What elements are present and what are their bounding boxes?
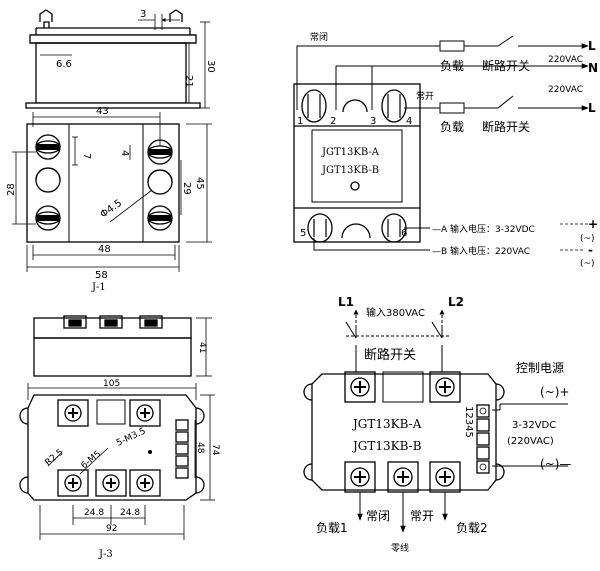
j3-caption: J-3 (98, 549, 113, 560)
wiring-bottom-plus: (~)+ (540, 385, 569, 399)
j3-dim-24-8-a: 24.8 (84, 508, 104, 518)
pin-2: 2 (330, 116, 336, 127)
wiring-bottom-breaker: 断路开关 (364, 347, 416, 363)
pin-5: 5 (300, 228, 306, 239)
wiring-top-plus: + (588, 217, 598, 231)
wiring-bottom-l1: L1 (338, 295, 354, 309)
j1-dim-21: 21 (183, 75, 194, 88)
j3-top-dimensions (27, 383, 215, 540)
wiring-top-tilde-a: (~) (580, 234, 595, 244)
j3-dim-74: 74 (210, 444, 220, 456)
wiring-bottom-input: 输入380VAC (366, 306, 425, 319)
wiring-bottom-dc: 3-32VDC (512, 420, 556, 431)
wiring-top-voltage-2: 220VAC (548, 85, 583, 95)
wiring-top-terminal-N: N (588, 61, 598, 75)
j3-top-view (19, 394, 205, 501)
j1-top-fills (37, 144, 171, 221)
wiring-top-input-b: —B 输入电压：220VAC (432, 245, 530, 257)
wiring-top-wires (296, 35, 589, 251)
j3-dim-r2-5: R2.5 (44, 447, 66, 468)
j1-dim-45: 45 (194, 177, 205, 190)
j3-dim-24-8-b: 24.8 (120, 508, 140, 518)
wiring-bottom-pins: 12345 (463, 406, 474, 438)
j1-dim-7: 7 (81, 153, 92, 159)
wiring-bottom-l2: L2 (448, 295, 464, 309)
j1-dim-4: 4 (119, 150, 130, 156)
wiring-bottom-device (303, 371, 505, 493)
wiring-top-nc: 常闭 (310, 31, 328, 43)
j3-dim-6m5: 6-M5 (80, 449, 104, 471)
j1-dim-43: 43 (96, 106, 109, 117)
wiring-top-model-b: JGT13KB-B (321, 165, 379, 176)
wiring-top-breaker-2: 断路开关 (482, 119, 530, 134)
j3-side-view (33, 315, 192, 377)
j3-side-dimensions (196, 317, 212, 377)
wiring-bottom-wires (345, 309, 568, 533)
wiring-bottom-model-a: JGT13KB-A (351, 417, 422, 431)
j3-dim-5m3-5: 5-M3.5 (115, 427, 147, 449)
pin-3: 3 (370, 116, 376, 127)
wiring-top-load-1: 负载 (440, 59, 464, 73)
wiring-top-dashed (560, 223, 590, 251)
j1-dim-phi: Φ4.5 (98, 198, 124, 221)
j1-dim-29: 29 (181, 182, 192, 195)
j1-top-view (26, 123, 180, 243)
wiring-bottom-screw-small (479, 407, 487, 471)
j1-side-view (25, 9, 201, 109)
wiring-bottom-control-power: 控制电源 (516, 361, 564, 375)
wiring-top-tilde-b: (~) (580, 259, 595, 269)
j1-top-dimensions (12, 112, 212, 272)
wiring-top-device (293, 83, 421, 243)
wiring-top-terminal-L-2: L (588, 101, 596, 115)
j1-dim-48: 48 (98, 244, 111, 255)
wiring-top-no: 常开 (416, 90, 434, 102)
j1-dim-6-6: 6.6 (56, 59, 72, 70)
wiring-bottom-ac: (220VAC) (507, 436, 554, 447)
j3-screw-crosses (68, 408, 150, 488)
j3-dim-105: 105 (103, 379, 120, 389)
wiring-bottom-load-2: 负载2 (456, 521, 488, 535)
pin-1: 1 (297, 116, 303, 127)
j3-dim-92: 92 (106, 524, 117, 534)
pin-6: 6 (401, 228, 407, 239)
pin-4: 4 (406, 116, 412, 127)
wiring-bottom-model-b: JGT13KB-B (351, 439, 422, 453)
wiring-bottom-minus: (~)— (540, 457, 571, 471)
wiring-bottom-nc: 常闭 (366, 509, 390, 523)
j1-caption: J-1 (91, 282, 106, 293)
wiring-bottom-load-1: 负载1 (316, 521, 348, 535)
j1-side-dimensions (40, 14, 210, 109)
j1-dim-28: 28 (6, 183, 17, 196)
wiring-top-terminal-bars (307, 94, 401, 237)
wiring-top-input-a: —A 输入电压：3-32VDC (432, 223, 535, 235)
j3-center-dot (148, 450, 152, 454)
wiring-top-load-2: 负载 (440, 120, 464, 134)
wiring-top-voltage-1: 220VAC (548, 55, 583, 65)
wiring-bottom-no: 常开 (410, 509, 434, 523)
wiring-bottom-screw-crosses (354, 381, 451, 483)
wiring-top-model-a: JGT13KB-A (321, 147, 380, 158)
j1-dim-58: 58 (95, 270, 108, 281)
j3-dim-41: 41 (197, 342, 207, 353)
j1-dim-30: 30 (205, 60, 216, 73)
j3-dim-48: 48 (195, 442, 205, 454)
wiring-top-minus: - (588, 243, 593, 257)
j1-dim-3: 3 (140, 9, 146, 20)
wiring-bottom-neutral: 零线 (391, 542, 409, 554)
wiring-top-breaker-1: 断路开关 (482, 58, 530, 73)
wiring-top-terminal-L: L (588, 39, 596, 53)
